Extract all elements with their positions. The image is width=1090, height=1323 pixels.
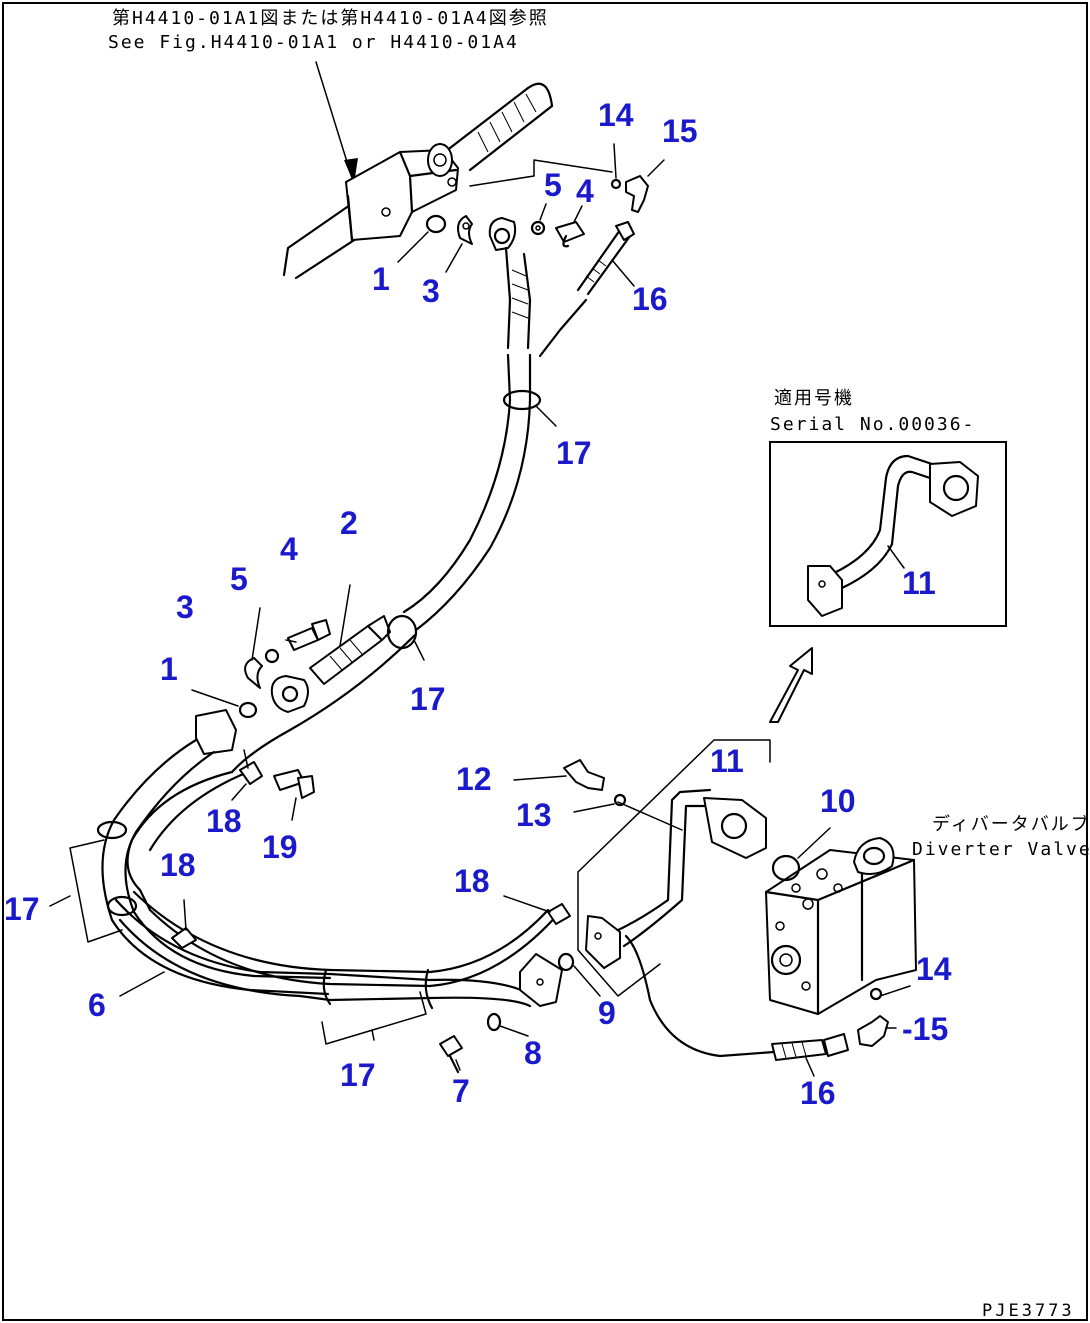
part-plate-17-left: [69, 839, 123, 943]
callout-5-mid: 5: [230, 561, 248, 597]
callout-3-mid: 3: [176, 589, 194, 625]
callout-17-upper: 17: [556, 435, 592, 471]
hose-connector-line: [230, 632, 418, 774]
callout-11-inset: 11: [902, 565, 936, 601]
diverter-valve-body: [764, 837, 917, 1016]
part-pipe-6: [96, 709, 563, 1010]
part-hose-2-main: [402, 246, 588, 632]
callout-10: 10: [820, 783, 856, 819]
callout-12: 12: [456, 761, 492, 797]
part-plate-17-bottom: [321, 991, 427, 1045]
callout-1-top: 1: [372, 261, 390, 297]
part-hose-16-bottom: [624, 934, 849, 1061]
part-oring-1-mid: [238, 701, 258, 719]
part-split-flange-3-mid: [244, 657, 263, 689]
part-elbow-15-top: [625, 175, 649, 213]
callout-3-top: 3: [422, 273, 440, 309]
callout-18-right: 18: [454, 863, 490, 899]
inset-label-jp: 適用号機: [774, 388, 854, 409]
callout-17-mid: 17: [410, 681, 446, 717]
part-clip-18-right: [547, 903, 571, 925]
callout-4-mid: 4: [280, 531, 298, 567]
part-elbow-15-bottom: [857, 1015, 889, 1047]
reference-note-en: See Fig.H4410-01A1 or H4410-01A4: [108, 32, 519, 53]
callout-17-left: 17: [4, 891, 40, 927]
part-hose-2-mid: [270, 584, 391, 713]
callout-8: 8: [524, 1035, 542, 1071]
callout-19: 19: [262, 829, 298, 865]
part-bolt-4-top: [555, 221, 585, 248]
inset-pointer-arrow: [769, 647, 813, 723]
callout-14-top: 14: [598, 97, 634, 133]
leader-lines: [49, 143, 911, 1077]
part-washer-5-top: [530, 220, 546, 236]
callout-9: 9: [598, 995, 616, 1031]
inset-frame: [769, 441, 1007, 627]
callout-15-top: 15: [662, 113, 698, 149]
callout-5-top: 5: [544, 167, 562, 203]
callout-7: 7: [452, 1073, 470, 1109]
part-washer-5-mid: [264, 648, 280, 664]
part-plug-13: [613, 793, 627, 807]
part-oring-10: [771, 854, 801, 882]
drawing-code: PJE3773: [982, 1301, 1075, 1321]
diverter-label-jp: ディバータバルブ: [932, 813, 1090, 835]
callout-16-bottom: 16: [800, 1075, 836, 1111]
callout-13: 13: [516, 797, 552, 833]
callout-11-main: 11: [710, 743, 744, 779]
part-hose-flange-top: [488, 217, 517, 251]
part-clip-18-left: [239, 749, 263, 785]
inset-label-en: Serial No.00036-: [770, 414, 975, 435]
part-bolt-4-mid: [287, 619, 331, 651]
callout-4-top: 4: [576, 173, 594, 209]
part-clamp-17-upper: [502, 389, 557, 427]
callout-18-bottom: 18: [160, 847, 196, 883]
part-elbow-12: [563, 759, 605, 791]
callout-18-left: 18: [206, 803, 242, 839]
callout-2: 2: [340, 505, 358, 541]
part-bolt-19: [273, 769, 315, 799]
part-bolt-7: [439, 1035, 463, 1074]
part-plug-14-top: [610, 178, 622, 190]
callout-16-top: 16: [632, 281, 668, 317]
callout-1-mid: 1: [160, 651, 178, 687]
main-valve-assembly: [282, 82, 613, 280]
callout-17-bottom: 17: [340, 1057, 376, 1093]
inset-pipe-11: [807, 454, 979, 617]
part-oring-1-top: [425, 214, 447, 234]
diverter-label-en: Diverter Valve: [912, 839, 1090, 860]
callout-14-bottom: 14: [916, 951, 952, 987]
part-split-flange-3-top: [457, 215, 473, 245]
callout-6: 6: [88, 987, 106, 1023]
part-plug-14-bottom: [869, 987, 883, 1001]
reference-note-jp: 第H4410-01A1図または第H4410-01A4図参照: [112, 8, 549, 29]
callout-15-bottom: -15: [902, 1011, 948, 1047]
part-oring-9: [557, 952, 575, 972]
part-hose-16-top: [576, 221, 635, 296]
part-washer-8: [486, 1012, 502, 1032]
